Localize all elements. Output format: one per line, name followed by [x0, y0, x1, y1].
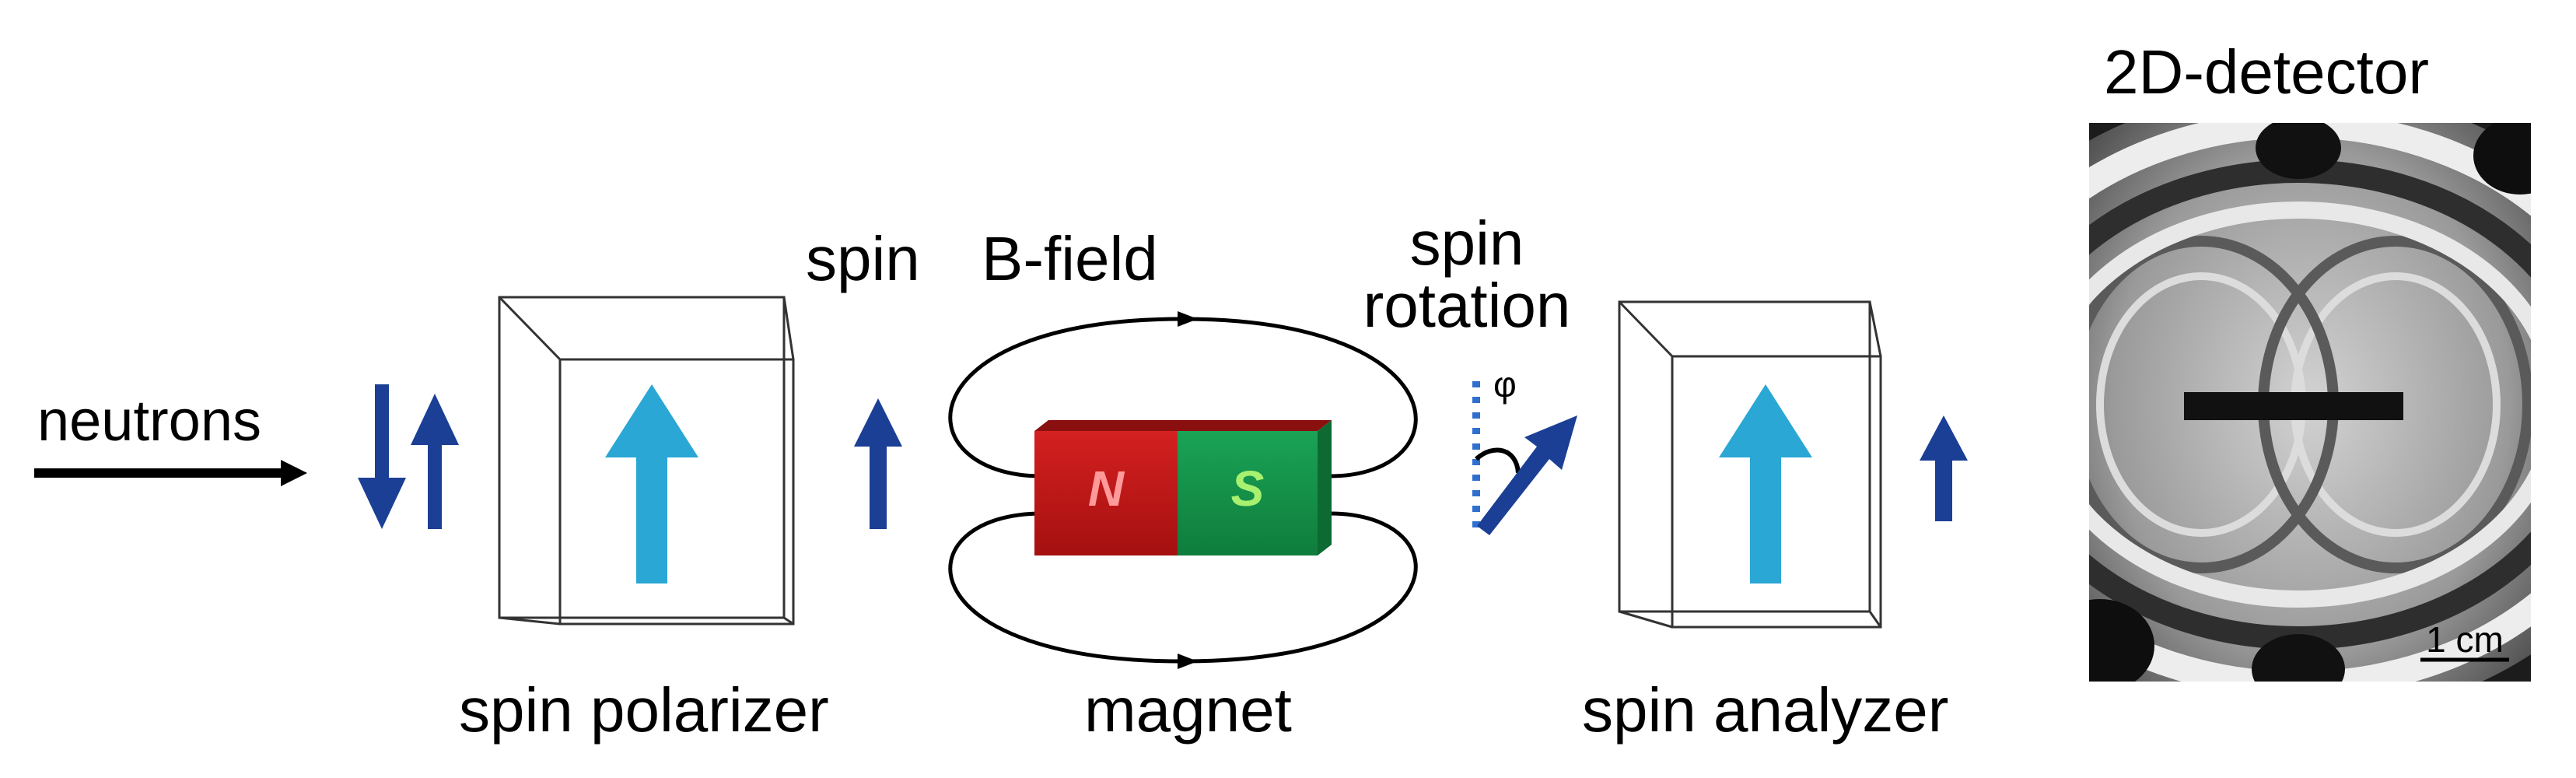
- rotation-angle-arc: [1474, 447, 1521, 474]
- detector-title: 2D-detector: [2104, 37, 2429, 107]
- b-field-label: B-field: [982, 224, 1158, 293]
- north-pole-label: N: [1088, 461, 1125, 517]
- south-pole: [1178, 431, 1318, 555]
- transmitted-spin-arrow: [1920, 415, 1968, 521]
- magnet-end-face: [1318, 420, 1332, 555]
- south-pole-label: S: [1231, 461, 1265, 517]
- spin-polarizer-cube: [498, 296, 795, 626]
- arrow-up-icon: [854, 398, 902, 529]
- arrow-diagonal-icon: [1477, 415, 1577, 535]
- polarizer-spin-arrow: [605, 384, 698, 584]
- detector-image: 1 cm: [2089, 123, 2531, 682]
- spin-analyzer-label: spin analyzer: [1582, 675, 1948, 745]
- phi-label: φ: [1493, 364, 1517, 405]
- spin-down-arrow: [358, 384, 406, 529]
- spin-rotation-label-line2: rotation: [1363, 271, 1571, 340]
- up-down-arrows-icon: [358, 384, 459, 529]
- neutron-beam: neutrons: [34, 388, 307, 486]
- magnet-label: magnet: [1084, 675, 1292, 745]
- north-pole: [1034, 431, 1178, 555]
- scale-bar-label: 1 cm: [2426, 619, 2504, 660]
- spin-up-arrow: [411, 394, 459, 529]
- analyzer-spin-arrow: [1719, 384, 1812, 584]
- spin-analyzer-cube: [1618, 300, 1882, 629]
- upper-field-direction: [1178, 311, 1198, 327]
- spin-label: spin: [806, 224, 920, 293]
- spin-rotation-label-line1: spin: [1410, 209, 1524, 278]
- lower-field-direction: [1178, 654, 1198, 669]
- bar-magnet: N S: [1034, 420, 1332, 555]
- sample-magnet-shadow: [2184, 392, 2403, 420]
- magnet-top-face: [1034, 420, 1332, 431]
- spin-polarizer-label: spin polarizer: [459, 675, 829, 745]
- neutrons-label: neutrons: [37, 388, 261, 453]
